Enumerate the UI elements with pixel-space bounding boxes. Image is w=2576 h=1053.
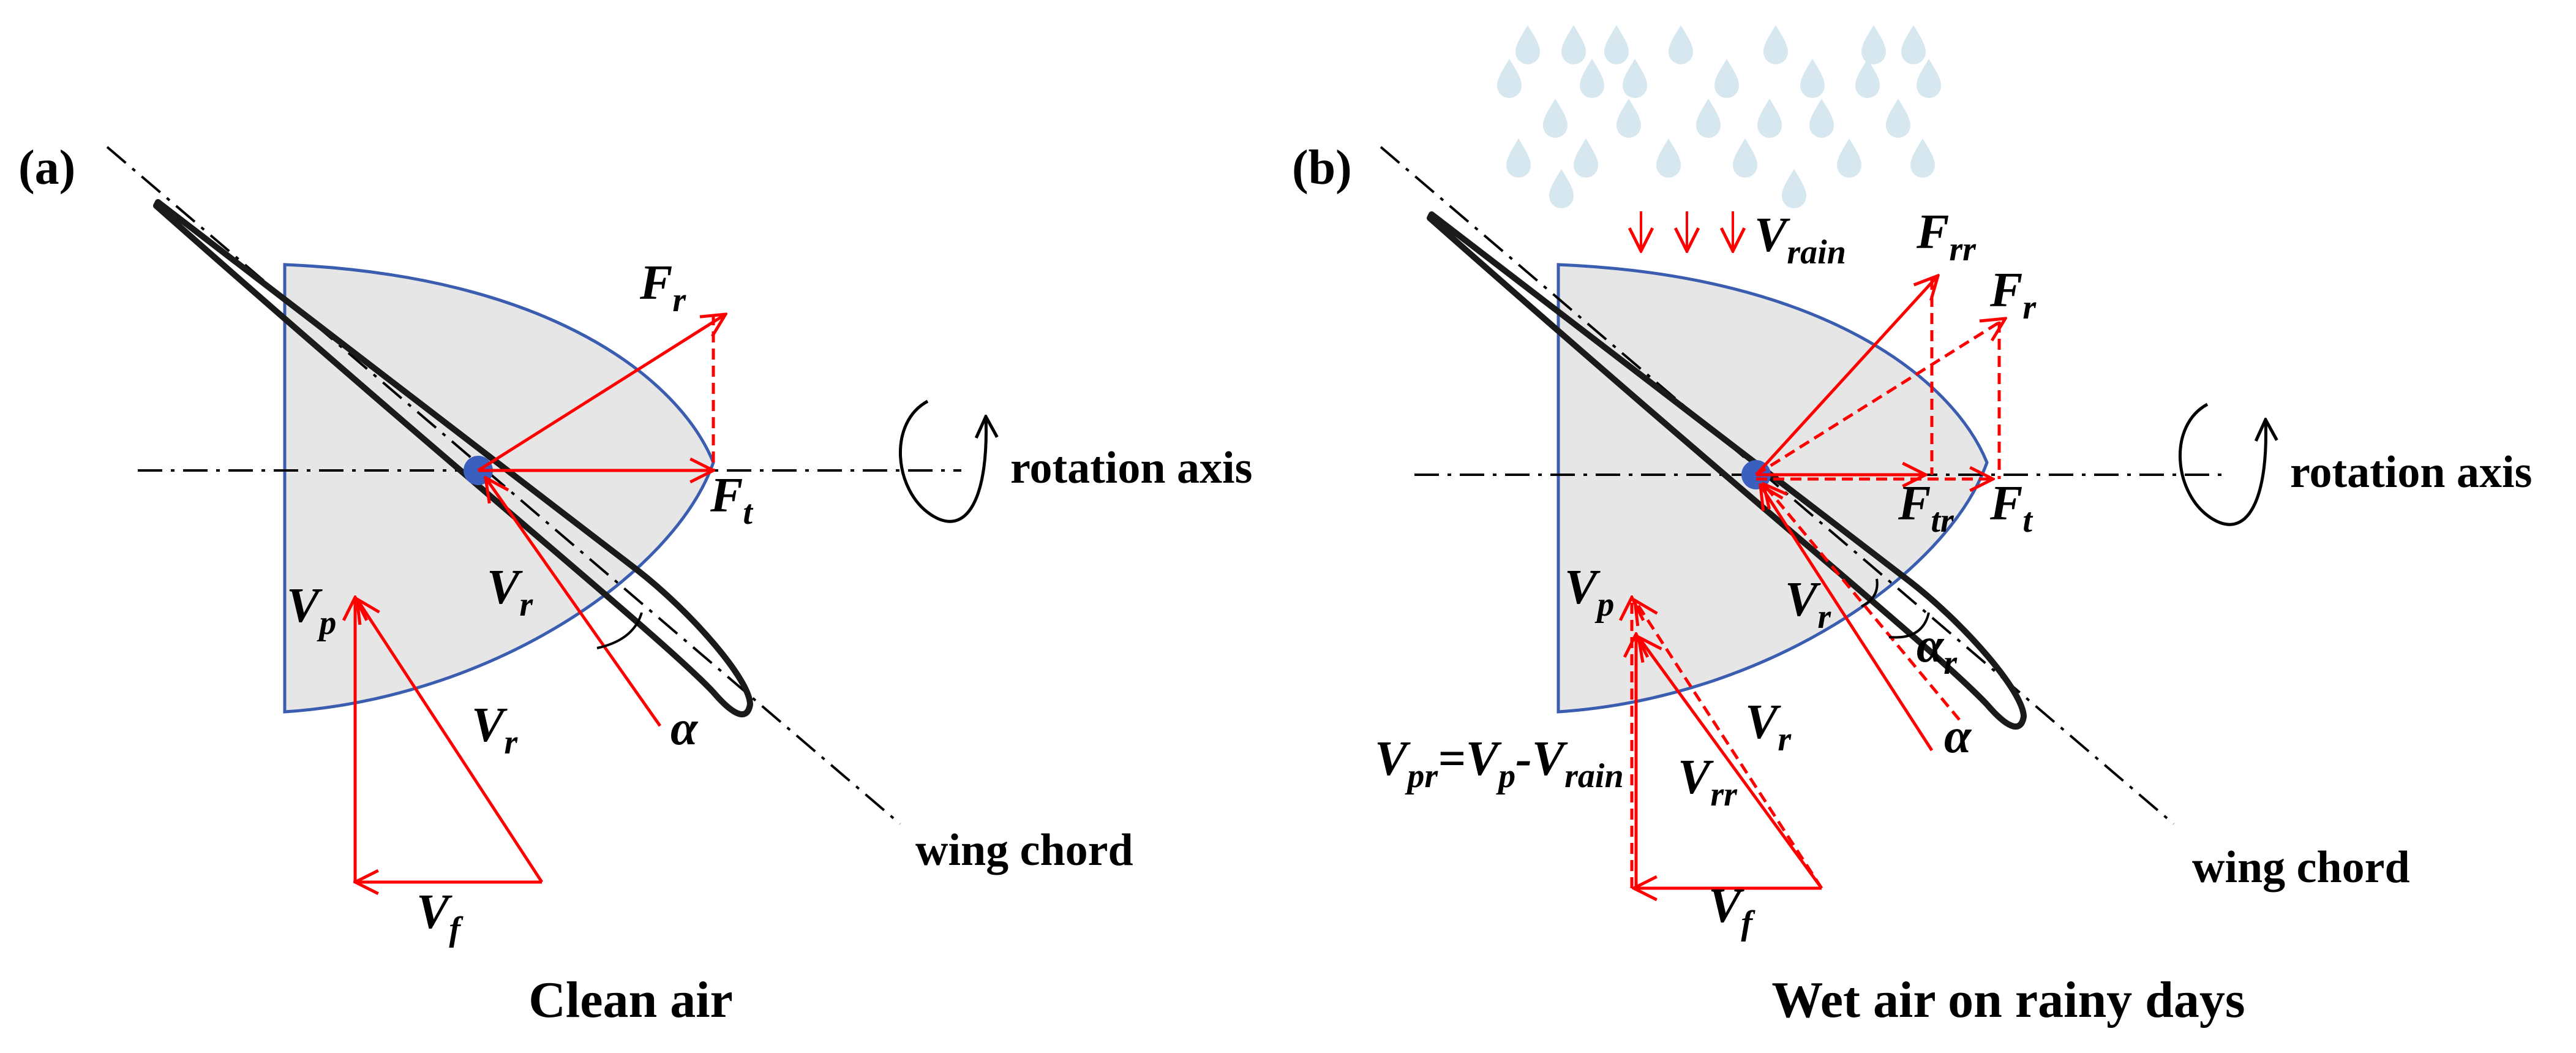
angle-alpha-arc-a [596,612,643,649]
rotation-axis-label-b: rotation axis [2290,447,2532,497]
rotation-symbol-a [898,399,986,523]
label-alpha-a: α [670,701,699,755]
label-vrain: Vrain [1754,208,1846,271]
caption-a: Clean air [528,972,733,1028]
blade-outline-a [153,199,753,718]
label-ftr-b: Ftr [1898,477,1955,540]
label-fr-a: Fr [639,256,686,319]
label-ft-a: Ft [710,469,753,532]
force-fr-arrow-a [477,314,726,472]
panel-b: (b) Vrain [1292,25,2532,1028]
rotation-axis-label-a: rotation axis [1010,443,1252,493]
label-alpha-r-b: αr [1917,619,1958,682]
label-vf-a: Vf [416,885,464,948]
label-vrr-tri-b: Vrr [1678,750,1738,813]
label-fr-b: Fr [1989,263,2037,326]
vel-vr-arrow-a [486,478,662,727]
label-vr-tri-b: Vr [1745,695,1792,758]
wing-chord-label-a: wing chord [915,825,1133,875]
vel-vr-tri-arrow-b [1635,600,1823,889]
angle-alpha-arc-b [1861,578,1879,608]
wing-chord-label-b: wing chord [2192,842,2410,893]
vel-vrr-tri-arrow-b [1639,637,1823,889]
panel-label-b: (b) [1292,141,1352,195]
force-fr-arrow-b [1755,319,2005,477]
label-vp-b: Vp [1564,560,1614,624]
label-ft-b: Ft [1989,477,2033,540]
label-vr-tri-a: Vr [471,698,518,761]
label-alpha-b: α [1944,709,1972,763]
rotation-symbol-b [2178,402,2266,526]
angle-alpha-r-arc-b [1888,612,1930,639]
equation-vpr: Vpr=Vp-Vrain [1375,732,1624,795]
panel-label-a: (a) [18,141,75,195]
label-vr-blade-a: Vr [487,560,533,624]
blade-outline-b [1427,211,2027,730]
vel-vr-tri-arrow-a [357,599,544,883]
caption-b: Wet air on rainy days [1771,972,2245,1028]
label-frr-b: Frr [1916,205,1977,268]
vel-vrr-arrow-b [1760,485,1934,752]
swept-region-a [283,263,715,714]
label-vp-a: Vp [287,579,336,642]
panel-a: (a) rotation axis wing chord Fr Ft Vr α [18,141,1252,1028]
label-vr-blade-b: Vr [1785,573,1831,636]
force-frr-arrow-b [1755,276,1938,476]
rain-drops [1497,25,1941,208]
